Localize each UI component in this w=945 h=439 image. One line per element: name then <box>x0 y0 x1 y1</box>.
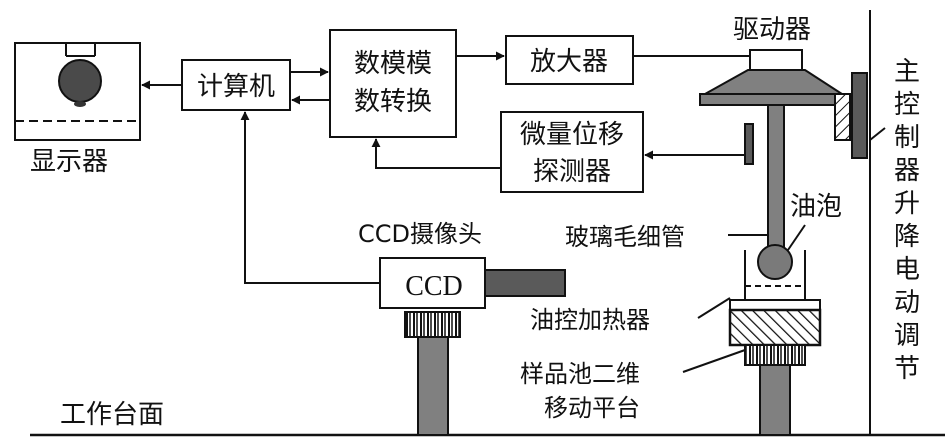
oil-heater <box>728 308 822 347</box>
heater-pointer <box>697 297 731 319</box>
vertical-control-char: 节 <box>894 354 920 384</box>
dac-label-line1: 数模模 <box>354 49 432 79</box>
stage-pointer <box>682 349 746 373</box>
amplifier-box <box>505 35 634 85</box>
dac-label-line2: 数转换 <box>354 87 432 117</box>
worktable-label: 工作台面 <box>60 400 164 430</box>
display <box>14 42 141 141</box>
stage-column <box>759 364 791 436</box>
dac-box <box>329 29 457 138</box>
stage-label-line2: 移动平台 <box>544 394 640 422</box>
probe-label-line2: 探测器 <box>533 157 611 187</box>
heater-top-band <box>729 299 821 311</box>
rail-mount <box>851 72 868 159</box>
display-label: 显示器 <box>30 147 108 177</box>
glass-capillary <box>767 104 785 254</box>
stage-label-line1: 样品池二维 <box>520 360 640 388</box>
vertical-control-char: 调 <box>894 321 920 351</box>
vertical-control-char: 动 <box>894 288 920 318</box>
arrow-ccd-to-computer <box>240 111 380 284</box>
ccd-ribbed-mount <box>404 311 461 338</box>
vertical-control-char: 主 <box>894 57 920 87</box>
displayed-droplet <box>58 59 102 103</box>
oil-bubble-label: 油泡 <box>790 192 842 222</box>
vertical-control-char: 电 <box>894 255 920 285</box>
arrow-probe-to-dac <box>371 138 501 169</box>
vertical-control-char: 器 <box>894 156 920 186</box>
stage-ribbed-collar <box>744 344 806 366</box>
vertical-control-char: 升 <box>894 189 920 219</box>
displacement-sensor <box>744 123 754 165</box>
heater-label: 油控加热器 <box>530 306 650 334</box>
oil-bubble-pointer <box>787 224 806 251</box>
oil-bubble <box>757 244 793 280</box>
driver-top-block <box>749 49 803 71</box>
vertical-control-char: 降 <box>894 222 920 252</box>
capillary-label: 玻璃毛细管 <box>565 223 685 251</box>
ccd-column <box>417 336 449 436</box>
ccd-lens <box>484 269 566 297</box>
vertical-control-char: 控 <box>894 90 920 120</box>
driver-cone <box>701 69 846 95</box>
driver-bracket <box>834 93 851 141</box>
amplifier-label: 放大器 <box>530 47 608 77</box>
ccd-label: CCD <box>405 271 463 302</box>
vertical-control-char: 制 <box>894 123 920 153</box>
driver-plate <box>699 93 846 106</box>
probe-box <box>500 111 644 193</box>
probe-label-line1: 微量位移 <box>520 120 624 150</box>
control-pointer-line <box>869 127 886 141</box>
computer-label: 计算机 <box>197 72 275 102</box>
driver-label: 驱动器 <box>733 15 811 45</box>
ccd-camera-label: CCD摄像头 <box>358 220 482 248</box>
